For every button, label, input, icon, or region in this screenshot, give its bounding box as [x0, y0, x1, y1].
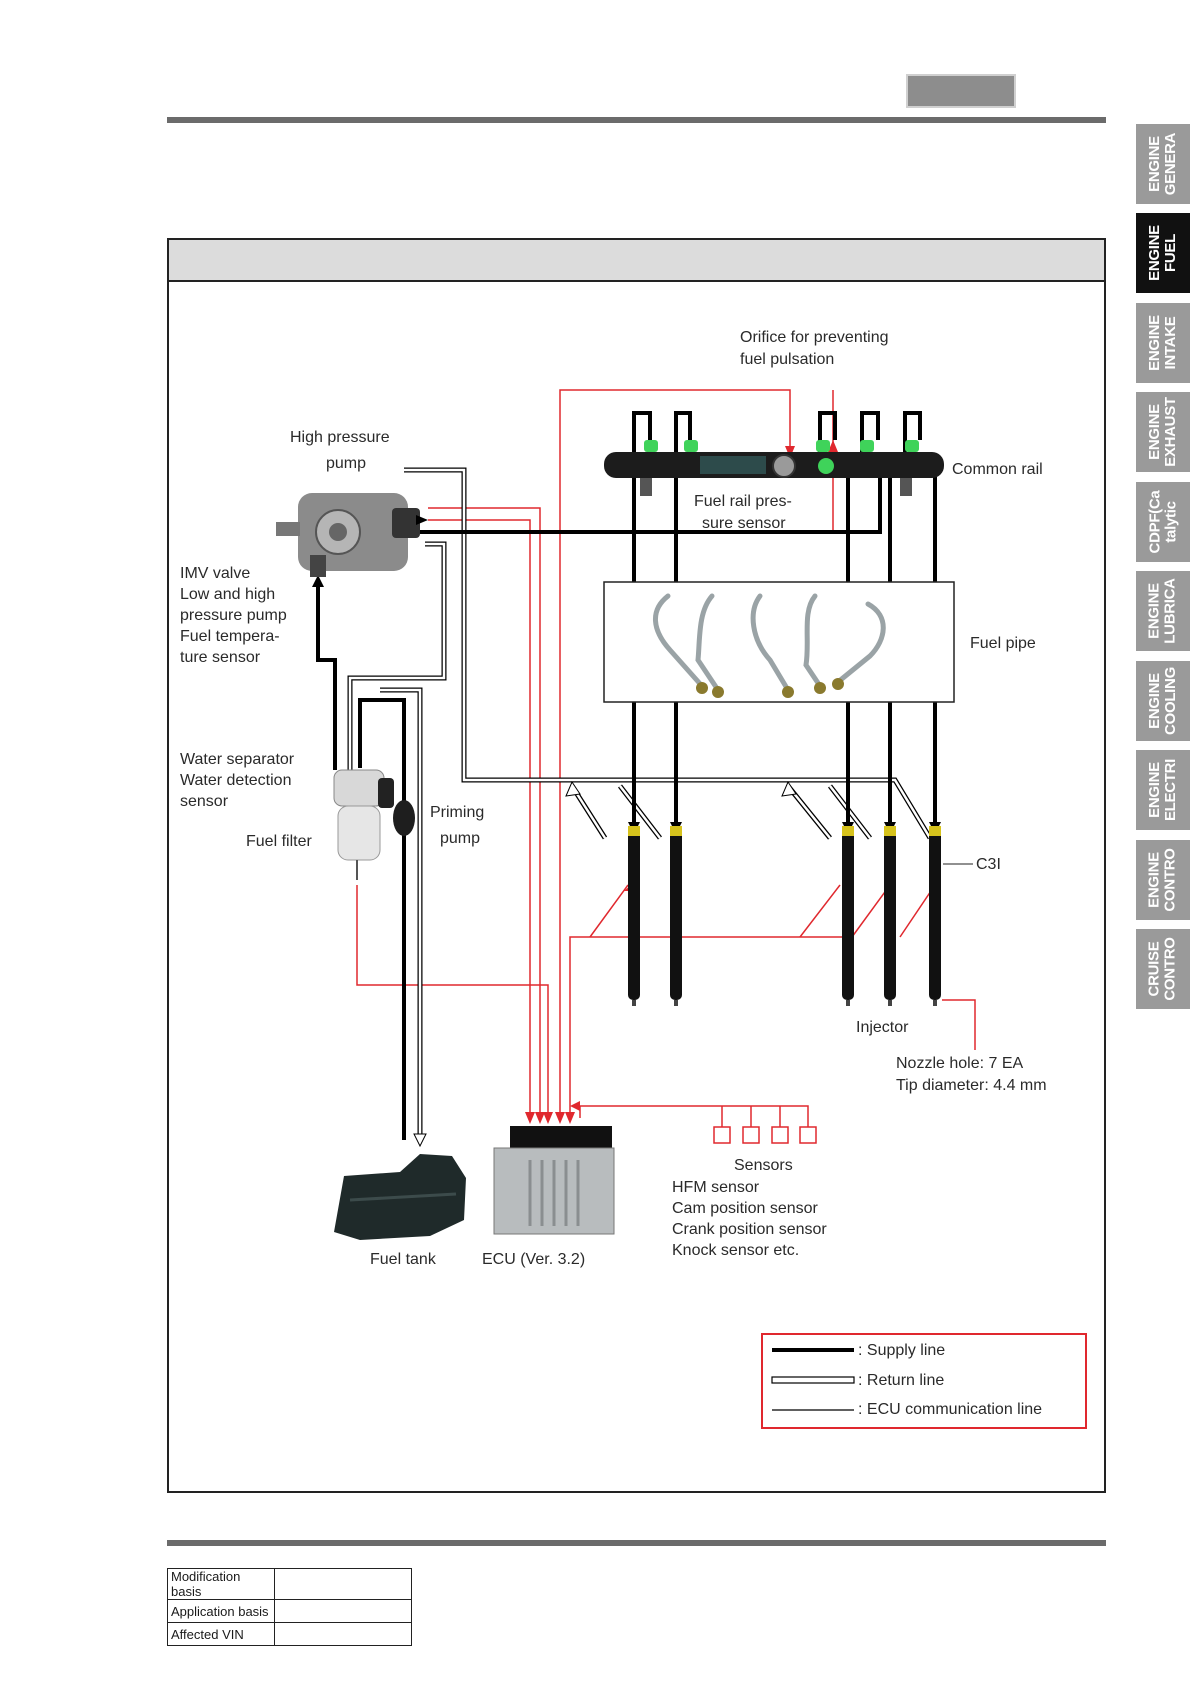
modification-basis-value [274, 1568, 412, 1600]
ecu-image [493, 1126, 615, 1235]
side-tab-engine-cooling[interactable]: ENGINE COOLING [1136, 661, 1190, 741]
fuel-tank-image [334, 1154, 466, 1240]
label-imv-2: Low and high [180, 586, 275, 603]
modification-basis-label: Modification basis [167, 1568, 275, 1600]
label-imv-1: IMV valve [180, 565, 250, 582]
label-fuel-tank: Fuel tank [370, 1251, 437, 1268]
legend: : Supply line : Return line : ECU commun… [761, 1333, 1087, 1429]
high-pressure-pump-image [276, 493, 428, 577]
label-water-separator-3: sensor [180, 793, 229, 810]
label-water-separator-1: Water separator [180, 751, 295, 768]
label-priming-pump-1: Priming [430, 804, 484, 821]
label-c3i: C3I [976, 856, 1001, 873]
application-basis-value [274, 1599, 412, 1623]
return-arrowheads [413, 780, 797, 1148]
table-row: Application basis [167, 1599, 412, 1623]
label-sensors-title: Sensors [734, 1157, 793, 1174]
label-ecu: ECU (Ver. 3.2) [482, 1251, 585, 1268]
label-fuel-filter: Fuel filter [246, 833, 312, 850]
fuel-filter-image [333, 769, 394, 880]
side-tab-cdpf[interactable]: CDPF(Ca talytic [1136, 482, 1190, 562]
side-tab-engine-exhaust[interactable]: ENGINE EXHAUST [1136, 392, 1190, 472]
label-sensors-crank: Crank position sensor [672, 1221, 827, 1238]
figure-frame [167, 238, 1106, 1493]
side-tab-engine-lubrication[interactable]: ENGINE LUBRICA [1136, 571, 1190, 651]
diagram-labels: Orifice for preventing fuel pulsation Hi… [180, 329, 1047, 1268]
label-imv-4: Fuel tempera- [180, 628, 280, 645]
figure-header-bar [169, 240, 1104, 282]
affected-vin-label: Affected VIN [167, 1622, 275, 1646]
legend-return-swatch [771, 1376, 855, 1384]
label-imv-5: ture sensor [180, 649, 261, 666]
side-tab-engine-general[interactable]: ENGINE GENERA [1136, 124, 1190, 204]
label-nozzle-2: Tip diameter: 4.4 mm [896, 1077, 1047, 1094]
injectors [628, 826, 973, 1006]
sensor-boxes [713, 1126, 817, 1144]
common-rail-image [604, 440, 944, 496]
revision-table: Modification basis Application basis Aff… [167, 1568, 412, 1646]
side-tab-cruise-control[interactable]: CRUISE CONTRO [1136, 929, 1190, 1009]
legend-supply-label: : Supply line [858, 1342, 945, 1359]
table-row: Modification basis [167, 1568, 412, 1600]
table-row: Affected VIN [167, 1622, 412, 1646]
return-lines [347, 467, 933, 1140]
label-orifice-1: Orifice for preventing [740, 329, 889, 346]
label-fuel-rail-sensor-1: Fuel rail pres- [694, 493, 792, 510]
label-nozzle-1: Nozzle hole: 7 EA [896, 1055, 1024, 1072]
header-gray-tab [906, 74, 1016, 108]
label-high-pressure-pump-2: pump [326, 455, 366, 472]
label-fuel-rail-sensor-2: sure sensor [702, 515, 786, 532]
label-high-pressure-pump-1: High pressure [290, 429, 390, 446]
ecu-communication-lines [356, 389, 976, 1127]
label-sensors-knock: Knock sensor etc. [672, 1242, 799, 1259]
side-tab-engine-electrical[interactable]: ENGINE ELECTRI [1136, 750, 1190, 830]
label-water-separator-2: Water detection [180, 772, 291, 789]
footer-rule [167, 1540, 1106, 1546]
label-priming-pump-2: pump [440, 830, 480, 847]
label-imv-3: pressure pump [180, 607, 287, 624]
header-rule [167, 117, 1106, 123]
fuel-pipe-box [603, 581, 955, 703]
label-orifice-2: fuel pulsation [740, 351, 834, 368]
label-fuel-pipe: Fuel pipe [970, 635, 1036, 652]
priming-pump-image [393, 800, 415, 836]
side-tab-engine-control[interactable]: ENGINE CONTRO [1136, 840, 1190, 920]
supply-lines [316, 411, 937, 1140]
side-tab-engine-intake[interactable]: ENGINE INTAKE [1136, 303, 1190, 383]
label-common-rail: Common rail [952, 461, 1043, 478]
label-sensors-cam: Cam position sensor [672, 1200, 819, 1217]
side-tab-engine-fuel[interactable]: ENGINE FUEL [1136, 213, 1190, 293]
application-basis-label: Application basis [167, 1599, 275, 1623]
legend-return-label: : Return line [858, 1372, 944, 1389]
affected-vin-value [274, 1622, 412, 1646]
legend-ecu-label: : ECU communication line [858, 1401, 1042, 1418]
label-injector: Injector [856, 1019, 909, 1036]
label-sensors-hfm: HFM sensor [672, 1179, 760, 1196]
